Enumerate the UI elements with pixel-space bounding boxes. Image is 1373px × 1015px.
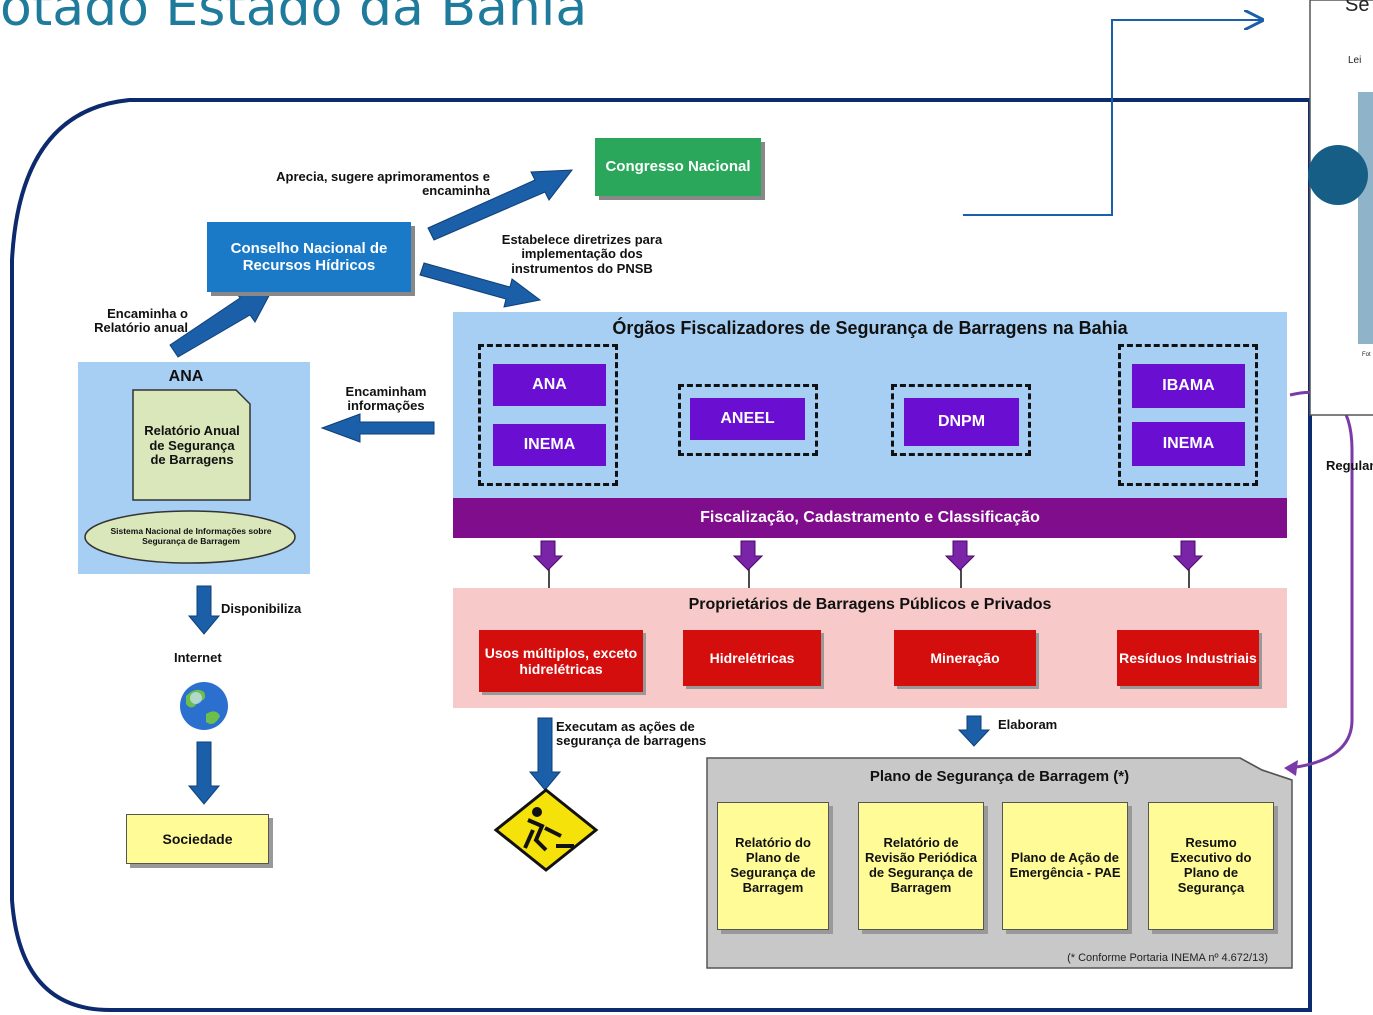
arrow-estabelece [419, 262, 542, 308]
ana-title: ANA [168, 367, 204, 385]
regulation-curve [1289, 390, 1354, 770]
label-aprecia: Aprecia, sugere aprimoramentos e encamin… [276, 169, 490, 199]
inset-connector [963, 20, 1262, 216]
plano-doc-1: Relatório do Plano de Segurança de Barra… [717, 802, 829, 930]
orgao-ana: ANA [493, 364, 606, 406]
arrow-internet [187, 741, 221, 805]
arrow-aprecia [427, 169, 574, 241]
inset-foot-text: Fot [1362, 352, 1371, 358]
globe-icon [180, 682, 228, 730]
orgao-ibama: IBAMA [1132, 364, 1245, 408]
plano-title: Plano de Segurança de Barragem (*) [869, 768, 1130, 785]
sistema-nacional-text: Sistema Nacional de Informações sobre Se… [110, 526, 272, 546]
plano-footnote: (* Conforme Portaria INEMA nº 4.672/13) [1067, 952, 1268, 964]
orgao-inema-right: INEMA [1132, 422, 1245, 466]
proprietario-hidreletricas: Hidrelétricas [683, 630, 821, 686]
arrow-disponibiliza [187, 585, 221, 635]
arrow-elaboram [957, 715, 991, 747]
orgao-aneel: ANEEL [690, 398, 805, 440]
main-frame [10, 98, 1312, 1012]
page-title: otado Estado da Bahia [0, 0, 588, 38]
label-internet: Internet [174, 650, 222, 665]
arrow-executam [528, 717, 562, 791]
proprietario-mineracao: Mineração [894, 630, 1036, 686]
orgao-inema-left: INEMA [493, 424, 606, 466]
arrow-encaminham [320, 413, 435, 443]
conselho-nacional-box: Conselho Nacional de Recursos Hídricos [207, 222, 411, 292]
label-encaminha-relatorio: Encaminha o Relatório anual [94, 306, 188, 336]
plano-doc-3: Plano de Ação de Emergência - PAE [1002, 802, 1128, 930]
inset-top-text: Se [1345, 0, 1370, 16]
ana-inema-group [478, 344, 618, 486]
proprietario-residuos: Resíduos Industriais [1117, 630, 1259, 686]
label-estabelece: Estabelece diretrizes para implementação… [501, 232, 663, 276]
ibama-inema-group [1118, 344, 1258, 486]
arrow-encaminha [169, 289, 273, 358]
sociedade-box: Sociedade [126, 814, 269, 864]
proprietario-usos: Usos múltiplos, exceto hidrelétricas [479, 630, 643, 692]
congresso-nacional-box: Congresso Nacional [595, 138, 761, 196]
proprietarios-title: Proprietários de Barragens Públicos e Pr… [688, 596, 1052, 613]
label-elaboram: Elaboram [998, 717, 1058, 732]
dnpm-group [891, 384, 1031, 456]
aneel-group [678, 384, 818, 456]
inset-sub-text: Lei [1348, 55, 1362, 66]
label-regulamentacao: Regulamentação [1326, 458, 1373, 473]
label-executam: Executam as ações de segurança de barrag… [556, 719, 707, 749]
orgao-dnpm: DNPM [904, 398, 1019, 446]
relatorio-anual-doc: Relatório Anual de Segurança de Barragen… [144, 422, 240, 468]
label-disponibiliza: Disponibiliza [221, 601, 302, 616]
plano-doc-4: Resumo Executivo do Plano de Segurança [1148, 802, 1274, 930]
label-encaminham: Encaminham informações [345, 384, 427, 414]
construction-sign-icon [493, 788, 599, 872]
plano-doc-2: Relatório de Revisão Periódica de Segura… [858, 802, 984, 930]
orgaos-title: Órgãos Fiscalizadores de Segurança de Ba… [612, 318, 1128, 338]
fiscalizacao-bar: Fiscalização, Cadastramento e Classifica… [453, 498, 1287, 538]
